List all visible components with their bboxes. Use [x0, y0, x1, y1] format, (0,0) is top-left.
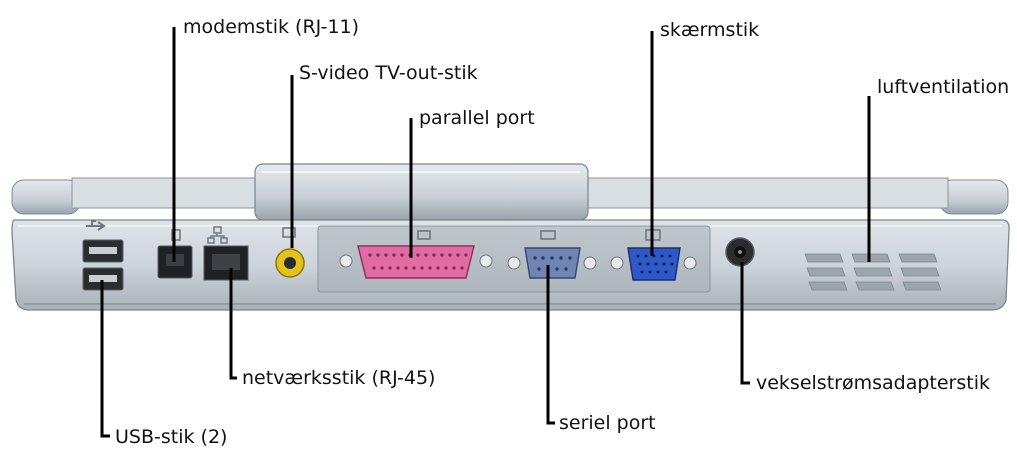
usb-icon: [86, 220, 106, 231]
leader-lines: [100, 27, 871, 438]
label-network-connector: netværksstik (RJ-45): [242, 367, 436, 389]
leader-line-usb: [100, 280, 110, 438]
network-port: [203, 226, 249, 281]
laptop-lid: [11, 163, 1009, 221]
label-svideo-connector: S-video TV-out-stik: [299, 62, 478, 84]
label-parallel-port: parallel port: [419, 107, 535, 129]
leader-line-serial: [546, 265, 555, 425]
svideo-icon: [282, 227, 296, 238]
usb-ports: [82, 220, 124, 291]
leader-line-network: [229, 268, 237, 380]
air-vents: [804, 253, 942, 291]
serial-port: [507, 230, 597, 279]
parallel-icon: [417, 230, 431, 240]
modem-icon: [171, 229, 181, 241]
serial-icon: [540, 230, 556, 240]
svideo-port: [275, 227, 305, 278]
leader-line-ac-adapter: [740, 262, 750, 385]
label-air-vents: luftventilation: [877, 76, 1010, 98]
ac-adapter-port: [725, 237, 755, 267]
network-icon: [207, 226, 228, 244]
label-ac-adapter-connector: vekselstrømsadapterstik: [756, 372, 990, 394]
label-serial-port: seriel port: [559, 412, 656, 434]
parallel-port: [339, 230, 493, 279]
label-usb-connectors: USB-stik (2): [115, 426, 228, 448]
label-modem-connector: modemstik (RJ-11): [183, 16, 360, 38]
label-monitor-connector: skærmstik: [660, 19, 760, 41]
